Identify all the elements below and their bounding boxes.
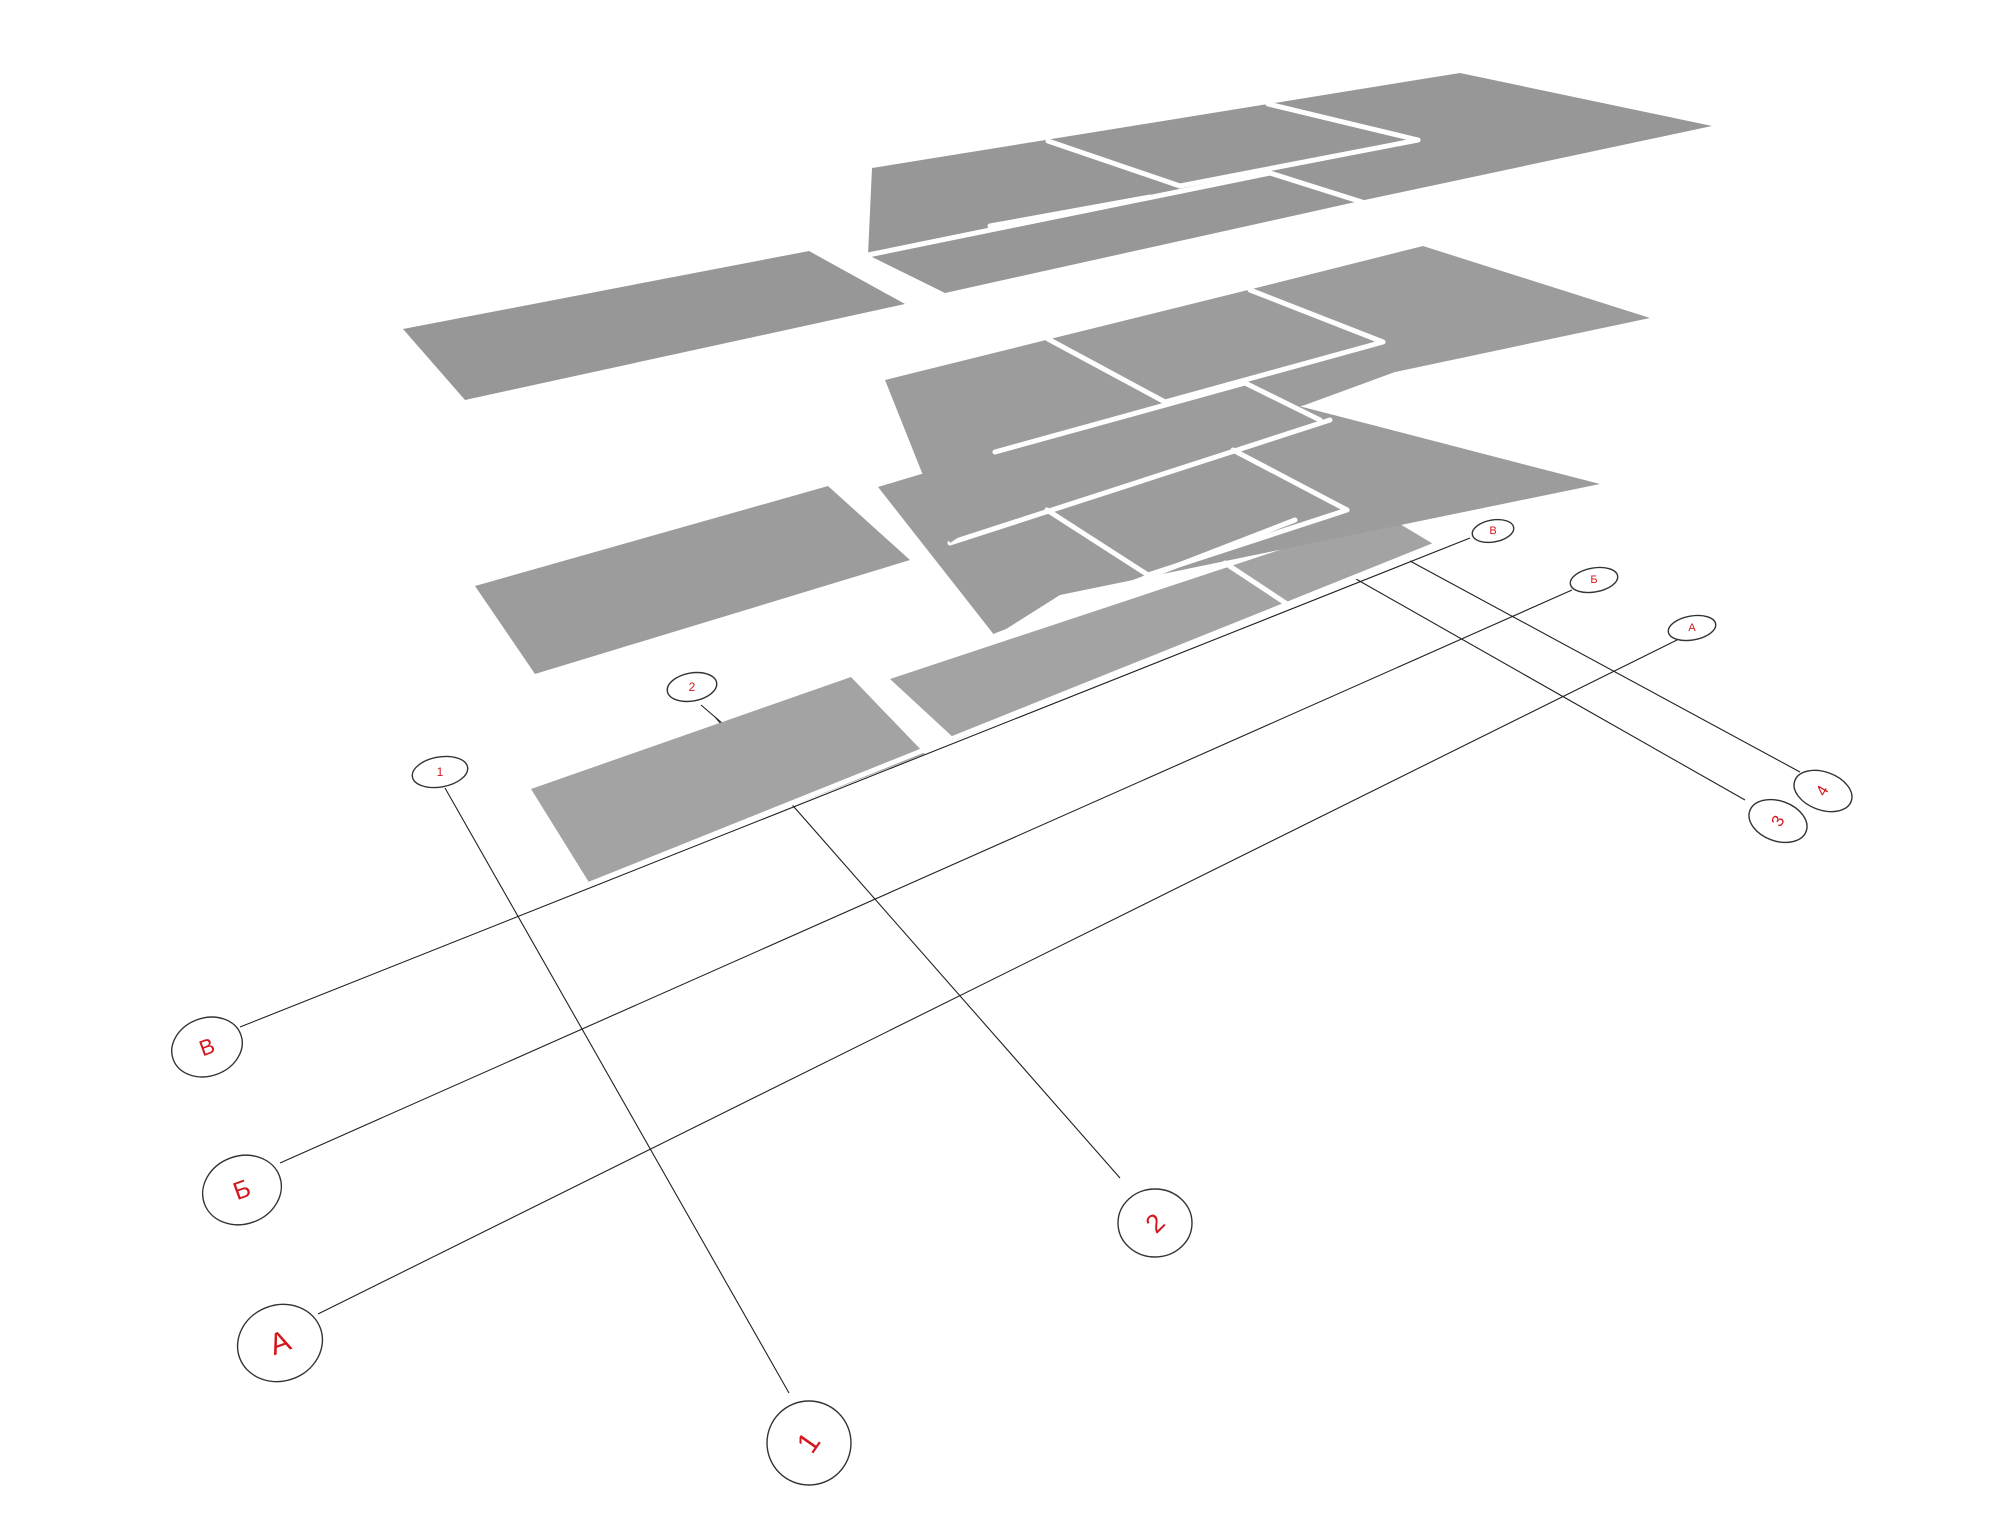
slab-1-left (531, 677, 925, 884)
axis-label-b-small: Б (1590, 574, 1597, 586)
slab-3-gap-b (1045, 336, 1168, 405)
axis-line-b (279, 589, 1573, 1164)
slab-1-seam (587, 542, 1438, 887)
slab-1-right (890, 515, 1435, 740)
slab-4-right (868, 73, 1712, 293)
axis-line-1 (444, 787, 790, 1394)
slab-4-gap-f (987, 194, 1153, 229)
axis-marker-b-small: Б (1569, 566, 1619, 594)
slab-4-left (403, 251, 905, 400)
axis-label-2-small: 2 (689, 680, 696, 694)
slab-3-gap-a (992, 380, 1248, 455)
slab-3-gap-d (1247, 287, 1386, 345)
slab-2-left (475, 486, 910, 674)
axis-marker-1-large: 1 (766, 1400, 852, 1486)
slab-4-gap-e (1267, 170, 1368, 206)
slab-4-gap-b (1045, 138, 1183, 189)
slab-3-partitions (992, 287, 1386, 455)
axis-marker-3-large: 3 (1748, 798, 1808, 844)
axis-marker-1-small: 1 (411, 755, 469, 789)
slab-2-gap-a (992, 517, 1298, 639)
slab-2-gap-c (1145, 507, 1350, 578)
axis-label-1-small: 1 (437, 765, 444, 779)
axis-marker-a-large: А (236, 1303, 324, 1383)
slab-2-gap-b (1044, 507, 1151, 578)
axis-marker-a-small: А (1667, 614, 1717, 642)
axis-line-2-top (700, 704, 723, 724)
axis-line-3 (1355, 578, 1746, 801)
slab-2-gap-f (947, 417, 1333, 546)
floor-slab-level-1 (531, 515, 1438, 887)
slab-2-partitions (947, 417, 1350, 639)
axis-marker-2-large: 2 (1117, 1188, 1193, 1258)
axis-marker-4-large: 4 (1793, 769, 1853, 813)
floor-slab-level-3 (885, 246, 1650, 543)
slab-2-gap-e (1222, 560, 1293, 609)
slab-3-gap-e (1242, 380, 1323, 423)
axis-marker-2-small: 2 (666, 671, 718, 703)
axis-label-v-small: В (1489, 525, 1496, 537)
floor-slab-level-4 (403, 73, 1712, 400)
slab-2-gap-d (1230, 447, 1350, 513)
axis-marker-b-large: Б (201, 1154, 283, 1226)
slab-4-partitions (865, 101, 1421, 258)
slab-3-gap-c (1162, 339, 1386, 405)
slab-4-gap-d (1265, 101, 1421, 143)
axis-label-a-small: А (1688, 622, 1696, 634)
axis-line-v (239, 537, 1471, 1028)
axis-marker-v-large: В (171, 1016, 243, 1078)
slab-4-gap-c (1177, 137, 1421, 189)
axis-marker-v-small: В (1471, 518, 1515, 544)
axis-line-4 (1409, 560, 1801, 773)
axis-line-a (317, 636, 1684, 1315)
